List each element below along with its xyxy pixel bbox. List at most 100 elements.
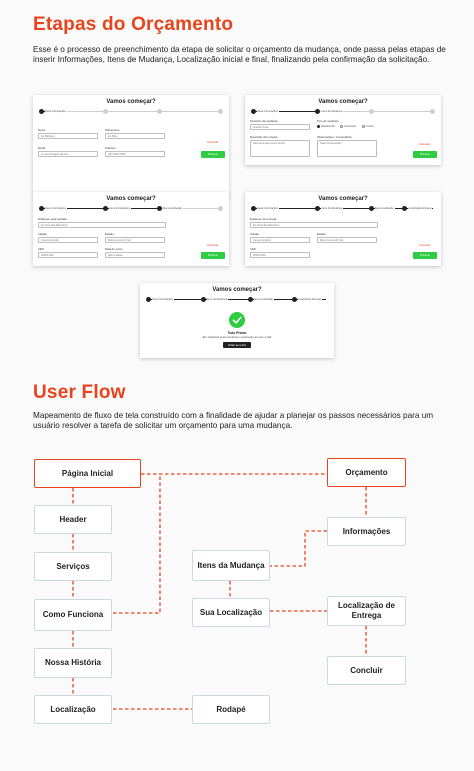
cep-input[interactable]: 00000-000 [38,252,98,258]
endereco-label: Endereço para retirada [38,217,67,221]
flow-node-informacoes: Informações [327,517,406,546]
flow-node-nossa-historia: Nossa História [34,648,112,678]
telefone-input[interactable]: (00) 0000-0000 [105,151,165,157]
step-1: Suas Informações [251,206,279,211]
step-2 [103,109,109,114]
sobrenome-label: Sobrenome [105,128,120,132]
stepper: Suas Informações Itens da Mudança Sua Lo… [251,206,435,212]
cidade-label: Cidade [250,232,259,236]
step-2: Itens da Mudança [315,109,344,114]
cancel-link[interactable]: Cancelar [419,142,431,146]
form-screen-confirmacao: Vamos começar? Suas Informações Itens da… [140,283,334,358]
step-1: Suas Informações [39,206,67,211]
form-screen-entrega: Vamos começar? Suas Informações Itens da… [245,192,441,266]
email-label: Email [38,146,45,150]
step-4: Localização Entrega [291,297,323,302]
cancel-link[interactable]: Cancelar [207,243,219,247]
radio-outros[interactable]: Outros [362,125,374,128]
stepper: Suas Informações Itens da Mudança Sua Lo… [146,297,328,303]
cidade-input[interactable]: Campo Grande [38,237,98,243]
step-3: Sua Localização [368,206,395,211]
form-screen-itens: Vamos começar? Suas Informações Itens da… [245,95,441,165]
endereco-label: Endereço de entrega [250,217,277,221]
data-label: Data de envio [105,247,123,251]
step-4 [218,206,223,211]
stepper: Suas Informações Itens da Mudança Sua Lo… [39,206,223,212]
step-2: Itens da Mudança [200,297,229,302]
estado-input[interactable]: Mato Grosso do Sul [317,237,377,243]
radio-comercial[interactable]: Comercial [340,125,356,128]
flow-node-localizacao: Localização [34,695,112,724]
success-check-icon [229,312,245,328]
stepper: Suas Informações Itens da Mudança [251,109,435,115]
descricao-textarea[interactable]: Descreva aqui seus móveis [250,140,310,157]
flow-node-concluir: Concluir [327,656,406,685]
step-2: Itens da Mudança [103,206,132,211]
form-title: Vamos começar? [106,99,156,105]
next-button[interactable]: Próximo [413,151,437,158]
flow-node-header: Header [34,505,112,534]
telefone-label: Telefone [105,146,116,150]
next-button[interactable]: Próximo [413,252,437,259]
step-4 [430,109,435,114]
flow-node-como-funciona: Como Funciona [34,599,112,631]
email-input[interactable]: ex.exemplo@email.com [38,151,98,157]
cep-label: CEP [250,247,256,251]
cancel-link[interactable]: Cancelar [419,243,431,247]
endereco-input[interactable]: Ex: Rua dos Alfeneiros [250,222,378,228]
cancel-link[interactable]: Cancelar [207,140,219,144]
next-button[interactable]: Próximo [201,151,225,158]
form-title: Vamos começar? [318,99,368,105]
flow-node-sua-localizacao: Sua Localização [192,598,270,627]
section-title-userflow: User Flow [33,382,126,403]
form-title: Vamos começar? [106,196,156,202]
form-title: Vamos começar? [318,196,368,202]
tamanho-label: Tamanho da mudança [250,119,278,123]
endereco-input[interactable]: Ex: Rua dos Alfeneiros [38,222,166,228]
obs-label: Observações / Comentários [317,135,352,139]
step-1: Suas Informações [251,109,279,114]
descricao-label: Descrição dos móveis [250,135,278,139]
nome-label: Nome [38,128,46,132]
step-2: Itens da Mudança [315,206,344,211]
data-input[interactable]: dd/mm/aaaa [105,252,165,258]
tipo-label: Tipo de mudança [317,119,339,123]
step-3 [368,109,374,114]
flow-node-servicos: Serviços [34,552,112,581]
cidade-input[interactable]: Campo Grande [250,237,310,243]
obs-textarea[interactable]: Suas observações [317,140,377,157]
step-4 [218,109,223,114]
step-1: Suas Informações [39,109,67,114]
stepper: Suas Informações [39,109,223,115]
flow-node-rodape: Rodapé [192,695,270,724]
flow-node-orcamento: Orçamento [327,458,406,487]
flow-node-itens-mudanca: Itens da Mudança [192,550,270,581]
cep-input[interactable]: 00000-000 [250,252,310,258]
form-title: Vamos começar? [212,287,262,293]
next-button[interactable]: Próximo [201,252,225,259]
back-home-button[interactable]: Voltar ao início [223,342,251,348]
step-4: Localização Entrega [401,206,433,211]
flow-node-localizacao-entrega: Localização de Entrega [327,596,406,626]
section-description-userflow: Mapeamento de fluxo de tela construído c… [33,411,434,431]
estado-label: Estado [105,232,114,236]
estado-input[interactable]: Mato Grosso do Sul [105,237,165,243]
nome-input[interactable]: Ex Matheus [38,133,98,139]
step-3: Sua Localização [156,206,183,211]
step-1: Suas Informações [146,297,174,302]
success-message: Em instantes você receberá o orçamento e… [202,335,272,339]
sobrenome-input[interactable]: Ex Silva [105,133,165,139]
section-description-etapas: Esse é o processo de preenchimento da et… [33,45,446,65]
step-3 [156,109,162,114]
radio-residencial[interactable]: Residencial [317,125,334,128]
cidade-label: Cidade [38,232,47,236]
tamanho-select[interactable]: Grande Porte [250,124,310,130]
step-3: Sua Localização [247,297,274,302]
section-title-etapas: Etapas do Orçamento [33,14,234,35]
success-title: Tudo Pronto [227,331,247,335]
cep-label: CEP [38,247,44,251]
form-screen-localizacao: Vamos começar? Suas Informações Itens da… [33,192,229,266]
estado-label: Estado [317,232,326,236]
form-screen-informacoes: Vamos começar? Suas Informações Nome Ex … [33,95,229,195]
